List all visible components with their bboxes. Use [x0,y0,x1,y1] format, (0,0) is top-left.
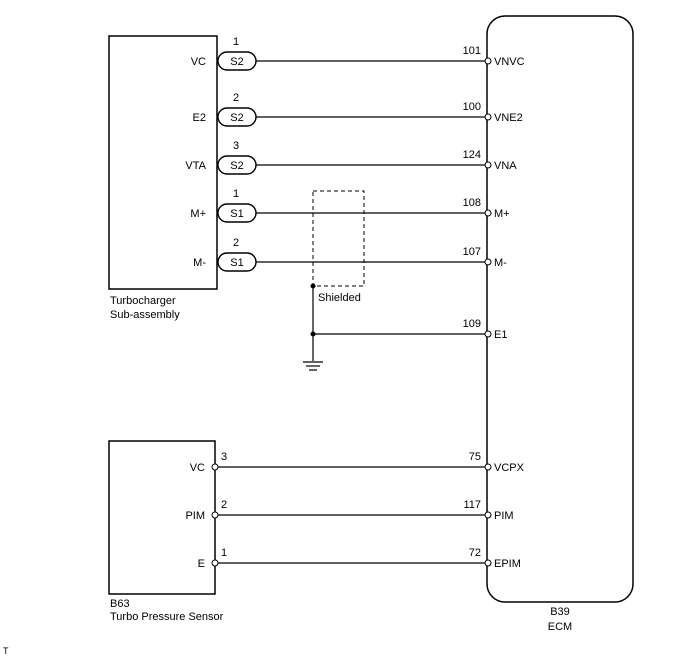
ecm-terminal [484,258,492,266]
sensor-pin-number: 2 [221,499,227,511]
connector-label: S2 [230,160,243,172]
turbocharger-name-line2: Sub-assembly [110,309,180,321]
connector-pin-number: 1 [233,188,239,200]
ecm-pin-number: 117 [463,499,481,511]
ecm-pin-label: VCPX [494,462,525,474]
ecm-terminal [484,511,492,519]
ecm-pin-number: 100 [463,101,481,113]
ecm-pin-label: VNA [494,160,517,172]
turbo-pin-label: M- [193,257,206,269]
turbocharger-name-line1: Turbocharger [110,295,176,307]
ecm-pin-number: 124 [463,149,481,161]
turbo-pin-label: VC [191,56,206,68]
wire-row-vne2: E2 2 S2 100 VNE2 [193,92,523,127]
shield-label: Shielded [318,292,361,304]
ecm-code: B39 [550,606,570,618]
connector-label: S1 [230,208,243,220]
ecm-pin-number: 72 [469,547,481,559]
ecm-pin-number: 108 [463,197,481,209]
connector-pin-number: 1 [233,36,239,48]
wire-row-vcpx: VC 3 75 VCPX [190,451,525,474]
ecm-terminal [484,559,492,567]
wire-row-vna: VTA 3 S2 124 VNA [185,140,517,175]
connector-pin-number: 2 [233,237,239,249]
ecm-terminal [484,57,492,65]
shield-group: Shielded 109 E1 [303,190,507,371]
shield-dashed-box [312,190,365,287]
wire-row-epim: E 1 72 EPIM [198,547,521,570]
sensor-terminal [211,463,219,471]
ecm-pin-label: PIM [494,510,514,522]
ecm-pin-label: VNE2 [494,112,523,124]
pressure-sensor-box [108,440,216,595]
ecm-pin-number: 109 [463,318,481,330]
ecm-pin-number: 107 [463,246,481,258]
ecm-pin-number: 101 [463,45,481,57]
ecm-pin-label: M+ [494,208,510,220]
ecm-name: ECM [548,621,572,633]
connector-label: S1 [230,257,243,269]
ecm-terminal [484,113,492,121]
connector-pin-number: 2 [233,92,239,104]
turbo-pin-label: E2 [193,112,206,124]
ecm-pin-number: 75 [469,451,481,463]
wire-row-m-minus: M- 2 S1 107 M- [193,237,507,272]
connector-label: S2 [230,56,243,68]
turbo-pin-label: M+ [190,208,206,220]
ecm-component: B39 ECM [486,15,634,633]
ecm-pin-label: M- [494,257,507,269]
ecm-box [486,15,634,603]
ecm-terminal [484,463,492,471]
turbo-pin-label: VTA [185,160,206,172]
connector-pin-number: 3 [233,140,239,152]
pressure-sensor-code: B63 [110,598,130,610]
ground-symbol-icon [303,361,323,371]
ecm-terminal [484,209,492,217]
sensor-pin-number: 1 [221,547,227,559]
ecm-terminal [484,330,492,338]
wire-row-m-plus: M+ 1 S1 108 M+ [190,188,510,223]
sensor-terminal [211,511,219,519]
corner-mark: T [3,646,9,656]
sensor-pin-label: E [198,558,205,570]
sensor-pin-number: 3 [221,451,227,463]
wire-row-pim: PIM 2 117 PIM [185,499,513,522]
pressure-sensor-component: B63 Turbo Pressure Sensor [108,440,224,623]
ecm-terminal [484,161,492,169]
sensor-pin-label: PIM [185,510,205,522]
turbocharger-component: Turbocharger Sub-assembly [108,35,218,321]
ecm-pin-label: VNVC [494,56,525,68]
connector-label: S2 [230,112,243,124]
sensor-pin-label: VC [190,462,205,474]
pressure-sensor-name: Turbo Pressure Sensor [110,611,224,623]
wire-row-vnvc: VC 1 S2 101 VNVC [191,36,525,71]
sensor-terminal [211,559,219,567]
turbocharger-box [108,35,218,290]
ecm-pin-label: E1 [494,329,507,341]
ecm-pin-label: EPIM [494,558,521,570]
